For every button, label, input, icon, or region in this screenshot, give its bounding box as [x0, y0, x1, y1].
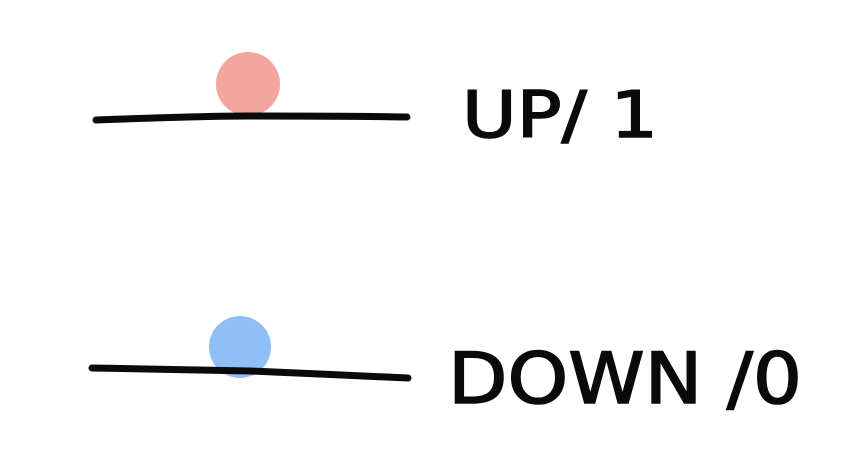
up-state-ball	[216, 52, 280, 116]
up-state-label: UP/ 1	[462, 79, 658, 153]
up-state-group: UP/ 1	[92, 52, 659, 154]
down-state-group: DOWN /0	[88, 316, 803, 421]
down-state-ball	[209, 316, 271, 378]
up-state-baseline	[92, 112, 411, 124]
down-state-label: DOWN /0	[448, 338, 802, 420]
down-state-baseline	[88, 364, 412, 382]
